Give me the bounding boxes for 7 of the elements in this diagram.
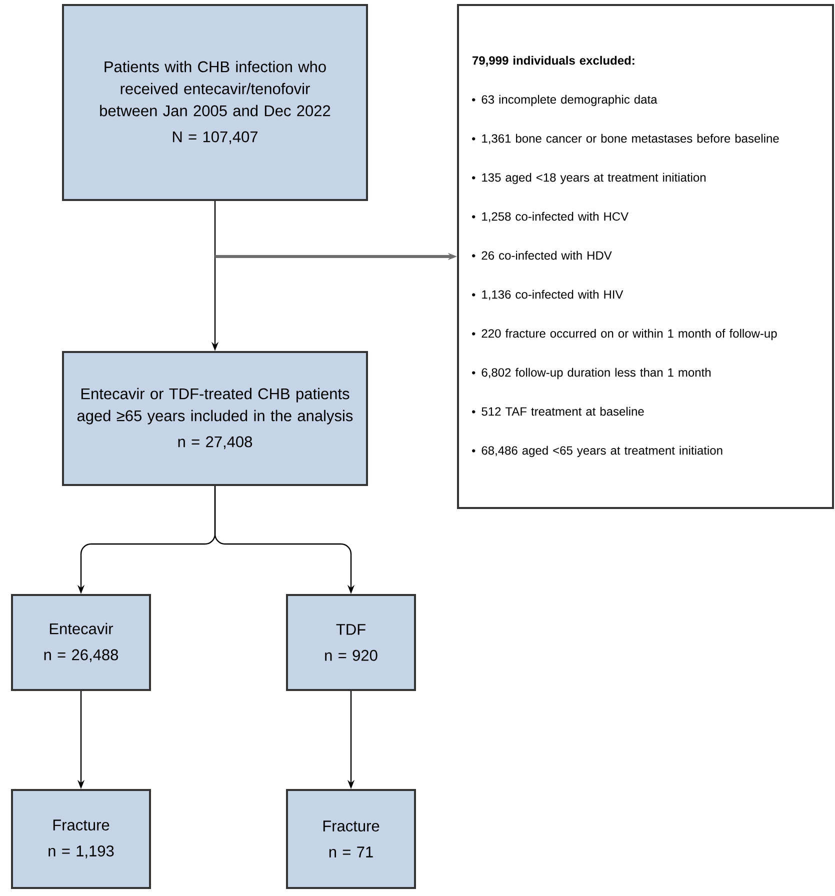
process-box: Entecavir n = 26,488 (11, 594, 151, 691)
process-box: TDF n = 920 (286, 594, 416, 691)
process-box: Fracture n = 71 (286, 789, 416, 889)
process-box: Entecavir or TDF-treated CHB patients aged ≥65 years included in the analysis n = 27,408 (62, 351, 368, 486)
process-box: Fracture n = 1,193 (11, 789, 151, 889)
exclusion-box: 79,999 individuals excluded: 63 incomplete demographic data 1,361 bone cancer or bone metastases before baseline 135 aged <18 years at treatment initiation 1,258 co-infected with HCV 26 co-infected with HDV 1,136 co-infected with HIV 220 fracture occurred on or within 1 month of follow-up 6,802 follow-up duration less than 1 month 512 TAF treatment at baseline 68,486 aged <65 years at treatment initiation (457, 4, 834, 509)
process-box: Patients with CHB infection who received entecavir/tenofovir between Jan 2005 and Dec 2022 N = 107,407 (62, 4, 368, 201)
